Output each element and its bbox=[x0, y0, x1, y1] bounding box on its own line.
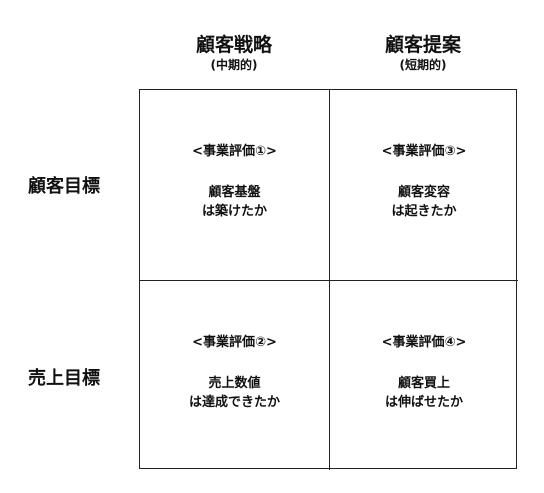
row-header-sales-goal: 売上目標 bbox=[28, 368, 100, 389]
column-title: 顧客提案 bbox=[384, 34, 461, 56]
cell-text-line: は達成できたか bbox=[188, 395, 280, 410]
cell-text-line: は起きたか bbox=[391, 204, 457, 219]
row-header-customer-goal: 顧客目標 bbox=[28, 176, 100, 197]
matrix-cell-evaluation-2: <事業評価②> 売上数値 は達成できたか bbox=[140, 280, 329, 470]
cell-text: 顧客基盤 は築けたか bbox=[140, 183, 329, 221]
cell-text: 顧客変容 は起きたか bbox=[330, 183, 518, 221]
cell-text: 売上数値 は達成できたか bbox=[140, 374, 329, 412]
matrix-cell-evaluation-3: <事業評価③> 顧客変容 は起きたか bbox=[329, 90, 518, 280]
cell-text-line: 売上数値 bbox=[208, 376, 261, 391]
column-header-customer-strategy: 顧客戦略 (中期的) bbox=[139, 33, 329, 73]
cell-label: <事業評価③> bbox=[381, 144, 467, 159]
cell-text-line: 顧客買上 bbox=[397, 376, 450, 391]
cell-label: <事業評価①> bbox=[192, 144, 277, 159]
column-header-customer-proposal: 顧客提案 (短期的) bbox=[328, 33, 518, 73]
column-subtitle: (中期的) bbox=[210, 58, 258, 72]
matrix-cell-evaluation-1: <事業評価①> 顧客基盤 は築けたか bbox=[140, 90, 329, 280]
cell-text: 顧客買上 は伸ばせたか bbox=[330, 374, 518, 412]
column-title: 顧客戦略 bbox=[195, 34, 272, 56]
cell-text-line: 顧客変容 bbox=[397, 185, 450, 200]
column-subtitle: (短期的) bbox=[399, 58, 447, 72]
cell-text-line: は伸ばせたか bbox=[384, 395, 463, 410]
matrix-cell-evaluation-4: <事業評価④> 顧客買上 は伸ばせたか bbox=[329, 280, 518, 470]
evaluation-matrix: <事業評価①> 顧客基盤 は築けたか <事業評価③> 顧客変容 は起きたか <事… bbox=[139, 89, 518, 470]
cell-label: <事業評価④> bbox=[381, 335, 467, 350]
cell-text-line: は築けたか bbox=[201, 204, 267, 219]
cell-label: <事業評価②> bbox=[192, 335, 277, 350]
cell-text-line: 顧客基盤 bbox=[208, 185, 261, 200]
